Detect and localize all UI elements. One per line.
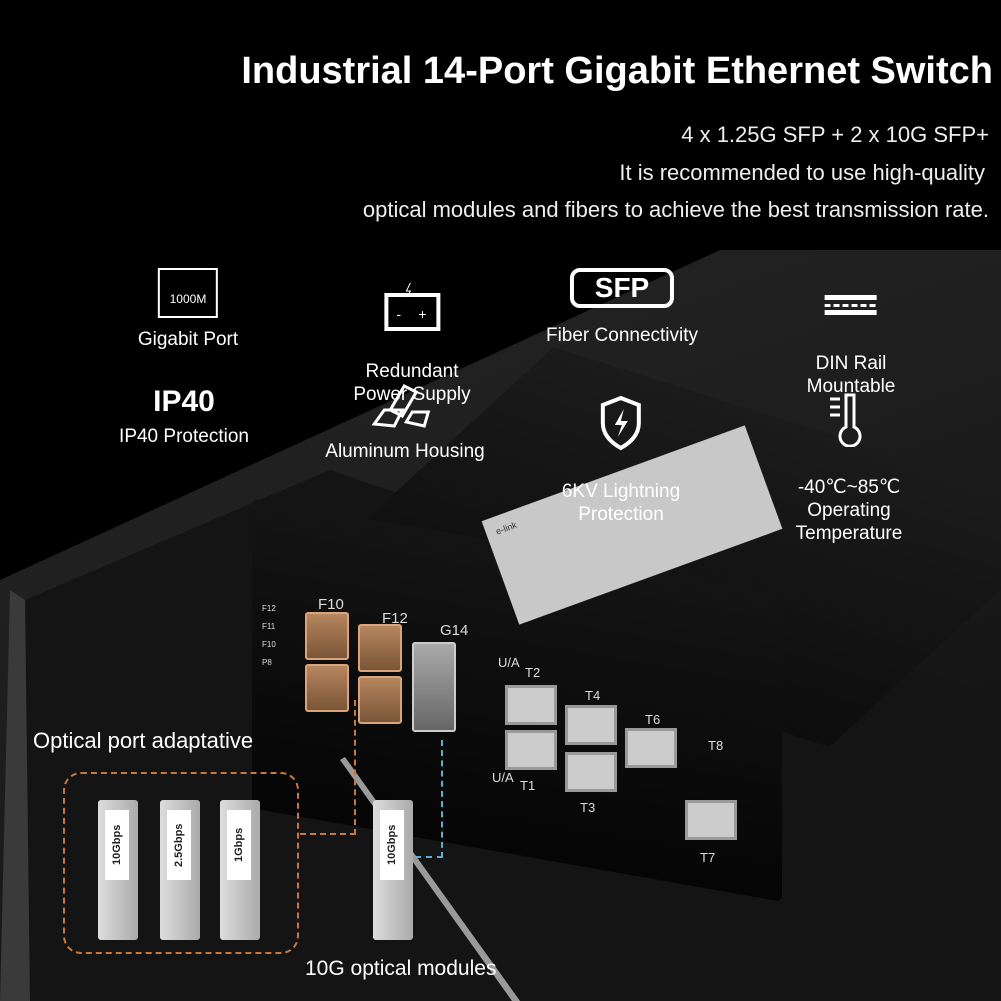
din-rail-icon (824, 295, 877, 315)
module-label: 10Gbps (105, 810, 129, 880)
module-label: 2.5Gbps (167, 810, 191, 880)
rj45-port-icon: 1000M (157, 268, 218, 318)
ua-label: U/A (498, 655, 520, 670)
adaptive-caption: Optical port adaptative (33, 728, 254, 753)
port-label: T1 (520, 778, 536, 793)
rj45-port (505, 685, 557, 725)
feature-aluminum: Aluminum Housing (325, 380, 485, 463)
subtitle-line: optical modules and fibers to achieve th… (362, 197, 989, 222)
sfp-port (358, 624, 402, 672)
module-label: 1Gbps (227, 810, 251, 880)
feature-fiber: SFP Fiber Connectivity (546, 268, 698, 347)
svg-text:-: - (396, 306, 401, 322)
sfp-icon: SFP (570, 268, 674, 308)
rj45-port (565, 705, 617, 745)
sfp-module-1g: 1Gbps (220, 800, 260, 940)
feature-ip40: IP40 IP40 Protection (119, 385, 249, 448)
svg-text:+: + (418, 306, 426, 322)
feature-label: Redundant Power Supply (353, 361, 471, 405)
led-label: P8 (262, 658, 272, 667)
ip40-icon: IP40 (153, 385, 215, 418)
brand-text: e-link (494, 519, 519, 537)
orange-connector-line (300, 700, 356, 835)
feature-label: Aluminum Housing (325, 441, 485, 462)
rj45-port (505, 730, 557, 770)
sfp-plus-port (412, 642, 456, 732)
rj45-port (685, 800, 737, 840)
feature-power: -+ Redundant Power Supply (353, 258, 471, 429)
blue-connector-line (415, 740, 443, 858)
feature-din-rail: DIN Rail Mountable (806, 272, 896, 421)
port-label: T4 (585, 688, 601, 703)
sfp-module-10g: 10Gbps (98, 800, 138, 940)
port-label: F12 (382, 610, 408, 627)
ua-label: U/A (492, 770, 514, 785)
subtitle-line: 4 x 1.25G SFP + 2 x 10G SFP+ (681, 122, 989, 147)
thermometer-icon (830, 393, 862, 447)
module-label: 10Gbps (380, 810, 404, 880)
port-label: T8 (708, 738, 724, 753)
subtitle-line: It is recommended to use high-quality (619, 160, 985, 185)
sfp-module-10g-single: 10Gbps (373, 800, 413, 940)
feature-label: IP40 Protection (119, 426, 249, 447)
feature-temperature: -40℃~85℃ Operating Temperature (773, 368, 925, 568)
feature-label: -40℃~85℃ Operating Temperature (795, 477, 903, 544)
port-label: T2 (525, 665, 541, 680)
feature-label: Fiber Connectivity (545, 325, 699, 346)
feature-label: Gigabit Port (137, 329, 239, 350)
port-label: T7 (700, 850, 716, 865)
port-label: G14 (440, 622, 469, 639)
feature-label: 6KV Lightning Protection (561, 481, 681, 525)
led-label: F10 (262, 640, 276, 649)
feature-gigabit-port: 1000M Gigabit Port (138, 268, 238, 351)
rj45-port (565, 752, 617, 792)
sfp-port (305, 664, 349, 712)
icon-text: 1000M (169, 292, 207, 306)
icon-text: SFP (594, 272, 650, 303)
feature-label: DIN Rail Mountable (806, 353, 896, 397)
led-label: F12 (262, 604, 276, 613)
aluminum-ingots-icon (371, 384, 430, 428)
lightning-shield-icon (600, 395, 641, 451)
port-label: T3 (580, 800, 596, 815)
adaptive-group-outline (63, 772, 299, 954)
port-label: T6 (645, 712, 661, 727)
sfp-module-2-5g: 2.5Gbps (160, 800, 200, 940)
sfp-port (358, 676, 402, 724)
page-title: Industrial 14-Port Gigabit Ethernet Swit… (241, 50, 993, 92)
modules-caption: 10G optical modules (305, 957, 497, 980)
rj45-port (625, 728, 677, 768)
led-label: F11 (262, 622, 276, 631)
feature-lightning: 6KV Lightning Protection (562, 372, 680, 549)
battery-icon: -+ (383, 282, 440, 331)
sfp-port (305, 612, 349, 660)
port-label: F10 (318, 596, 344, 613)
